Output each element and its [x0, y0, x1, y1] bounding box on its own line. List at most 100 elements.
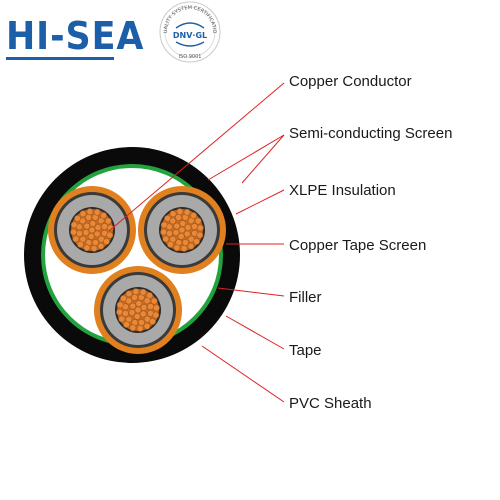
conductor-strand	[87, 233, 95, 240]
brand-logo: HI-SEA	[6, 14, 145, 58]
conductor-strand	[76, 230, 83, 237]
conductor-strand	[97, 242, 105, 250]
conductor-strand	[150, 297, 158, 305]
conductor-strand	[88, 226, 96, 234]
conductor-strand	[77, 241, 84, 248]
conductor-strand	[162, 235, 170, 243]
conductor-strand	[173, 222, 181, 230]
conductor-strand	[123, 321, 130, 328]
conductor-strand	[138, 319, 145, 326]
core-left	[48, 186, 136, 274]
conductor-strand	[152, 304, 160, 312]
seal-center-text: DNV·GL	[173, 31, 207, 40]
cable-cores	[48, 186, 226, 354]
conductor-strand	[116, 301, 124, 309]
conductor-strand	[94, 224, 102, 231]
label-filler: Filler	[289, 289, 322, 306]
conductor-strand	[180, 244, 188, 252]
core-bottom	[94, 266, 182, 354]
conductor-strand	[129, 324, 137, 332]
conductor-strand	[149, 318, 156, 325]
conductor-strand	[196, 224, 204, 232]
conductor-strand	[106, 224, 114, 232]
conductor-strand	[147, 303, 154, 310]
label-copper-conductor: Copper Conductor	[289, 73, 412, 90]
conductor-strand	[93, 230, 101, 238]
brand-underline	[6, 57, 114, 60]
label-tape: Tape	[289, 342, 322, 359]
certification-seal-icon: QUALITY SYSTEM CERTIFICATION DNV·GL ISO …	[0, 0, 221, 63]
conductor-strand	[116, 308, 124, 316]
conductor-strand	[167, 241, 174, 248]
conductor-strand	[85, 214, 92, 221]
conductor-strand	[131, 294, 138, 301]
conductor-strand	[86, 208, 94, 216]
conductor-strand	[173, 244, 181, 252]
conductor-strand	[93, 208, 101, 216]
conductor-strand	[187, 242, 195, 250]
conductor-strand	[190, 212, 197, 219]
conductor-strand	[191, 223, 198, 230]
conductor-strand	[118, 315, 126, 323]
conductor-strand	[177, 233, 185, 240]
conductor-strand	[101, 223, 108, 230]
conductor-strand	[179, 220, 187, 227]
conductor-strand	[100, 212, 107, 219]
conductor-strand	[132, 288, 140, 296]
label-xlpe-insulation: XLPE Insulation	[289, 182, 396, 199]
label-copper-tape-screen: Copper Tape Screen	[289, 237, 427, 254]
conductor-strand	[120, 295, 127, 302]
conductor-strand	[184, 224, 192, 231]
conductor-strand	[183, 208, 191, 216]
conductor-strand	[129, 302, 137, 310]
conductor-strand	[135, 300, 143, 307]
conductor-strand	[194, 217, 202, 225]
conductor-strand	[183, 230, 191, 238]
conductor-strand	[90, 244, 98, 252]
conductor-strand	[166, 230, 173, 237]
conductor-strand	[103, 238, 110, 245]
conductor-strand	[133, 313, 141, 320]
conductor-strand	[182, 239, 189, 246]
conductor-strand	[139, 288, 147, 296]
conductor-strand	[172, 229, 180, 236]
conductor-strand	[79, 210, 87, 218]
conductor-strand	[152, 311, 160, 319]
leader-lines	[108, 82, 285, 403]
conductor-strand	[70, 221, 78, 229]
conductor-strand	[89, 220, 97, 227]
conductor-strand	[74, 215, 81, 222]
seal-bottom-text: ISO 9001	[179, 54, 202, 60]
conductor-strand	[176, 208, 184, 216]
core-right	[138, 186, 226, 274]
conductor-strand	[164, 215, 171, 222]
conductor-strand	[139, 310, 147, 318]
conductor-strand	[122, 310, 129, 317]
conductor-strand	[193, 238, 200, 245]
conductor-strand	[134, 306, 142, 314]
conductor-strand	[92, 239, 99, 246]
label-semi-conducting-screen: Semi-conducting Screen	[289, 125, 453, 142]
conductor-strand	[146, 292, 153, 299]
conductor-strand	[140, 304, 148, 311]
conductor-strand	[175, 214, 182, 221]
conductor-strand	[104, 217, 112, 225]
conductor-strand	[106, 231, 114, 239]
conductor-strand	[169, 210, 177, 218]
conductor-strand	[82, 229, 90, 236]
conductor-strand	[128, 309, 136, 316]
conductor-strand	[178, 226, 186, 234]
conductor-strand	[160, 228, 168, 236]
conductor-strand	[125, 290, 133, 298]
conductor-strand	[70, 228, 78, 236]
conductor-strand	[160, 221, 168, 229]
conductor-strand	[83, 244, 91, 252]
label-pvc-sheath: PVC Sheath	[289, 395, 372, 412]
conductor-strand	[196, 231, 204, 239]
conductor-strand	[136, 324, 144, 332]
conductor-strand	[72, 235, 80, 243]
conductor-strand	[143, 322, 151, 330]
conductor-strand	[83, 222, 91, 230]
